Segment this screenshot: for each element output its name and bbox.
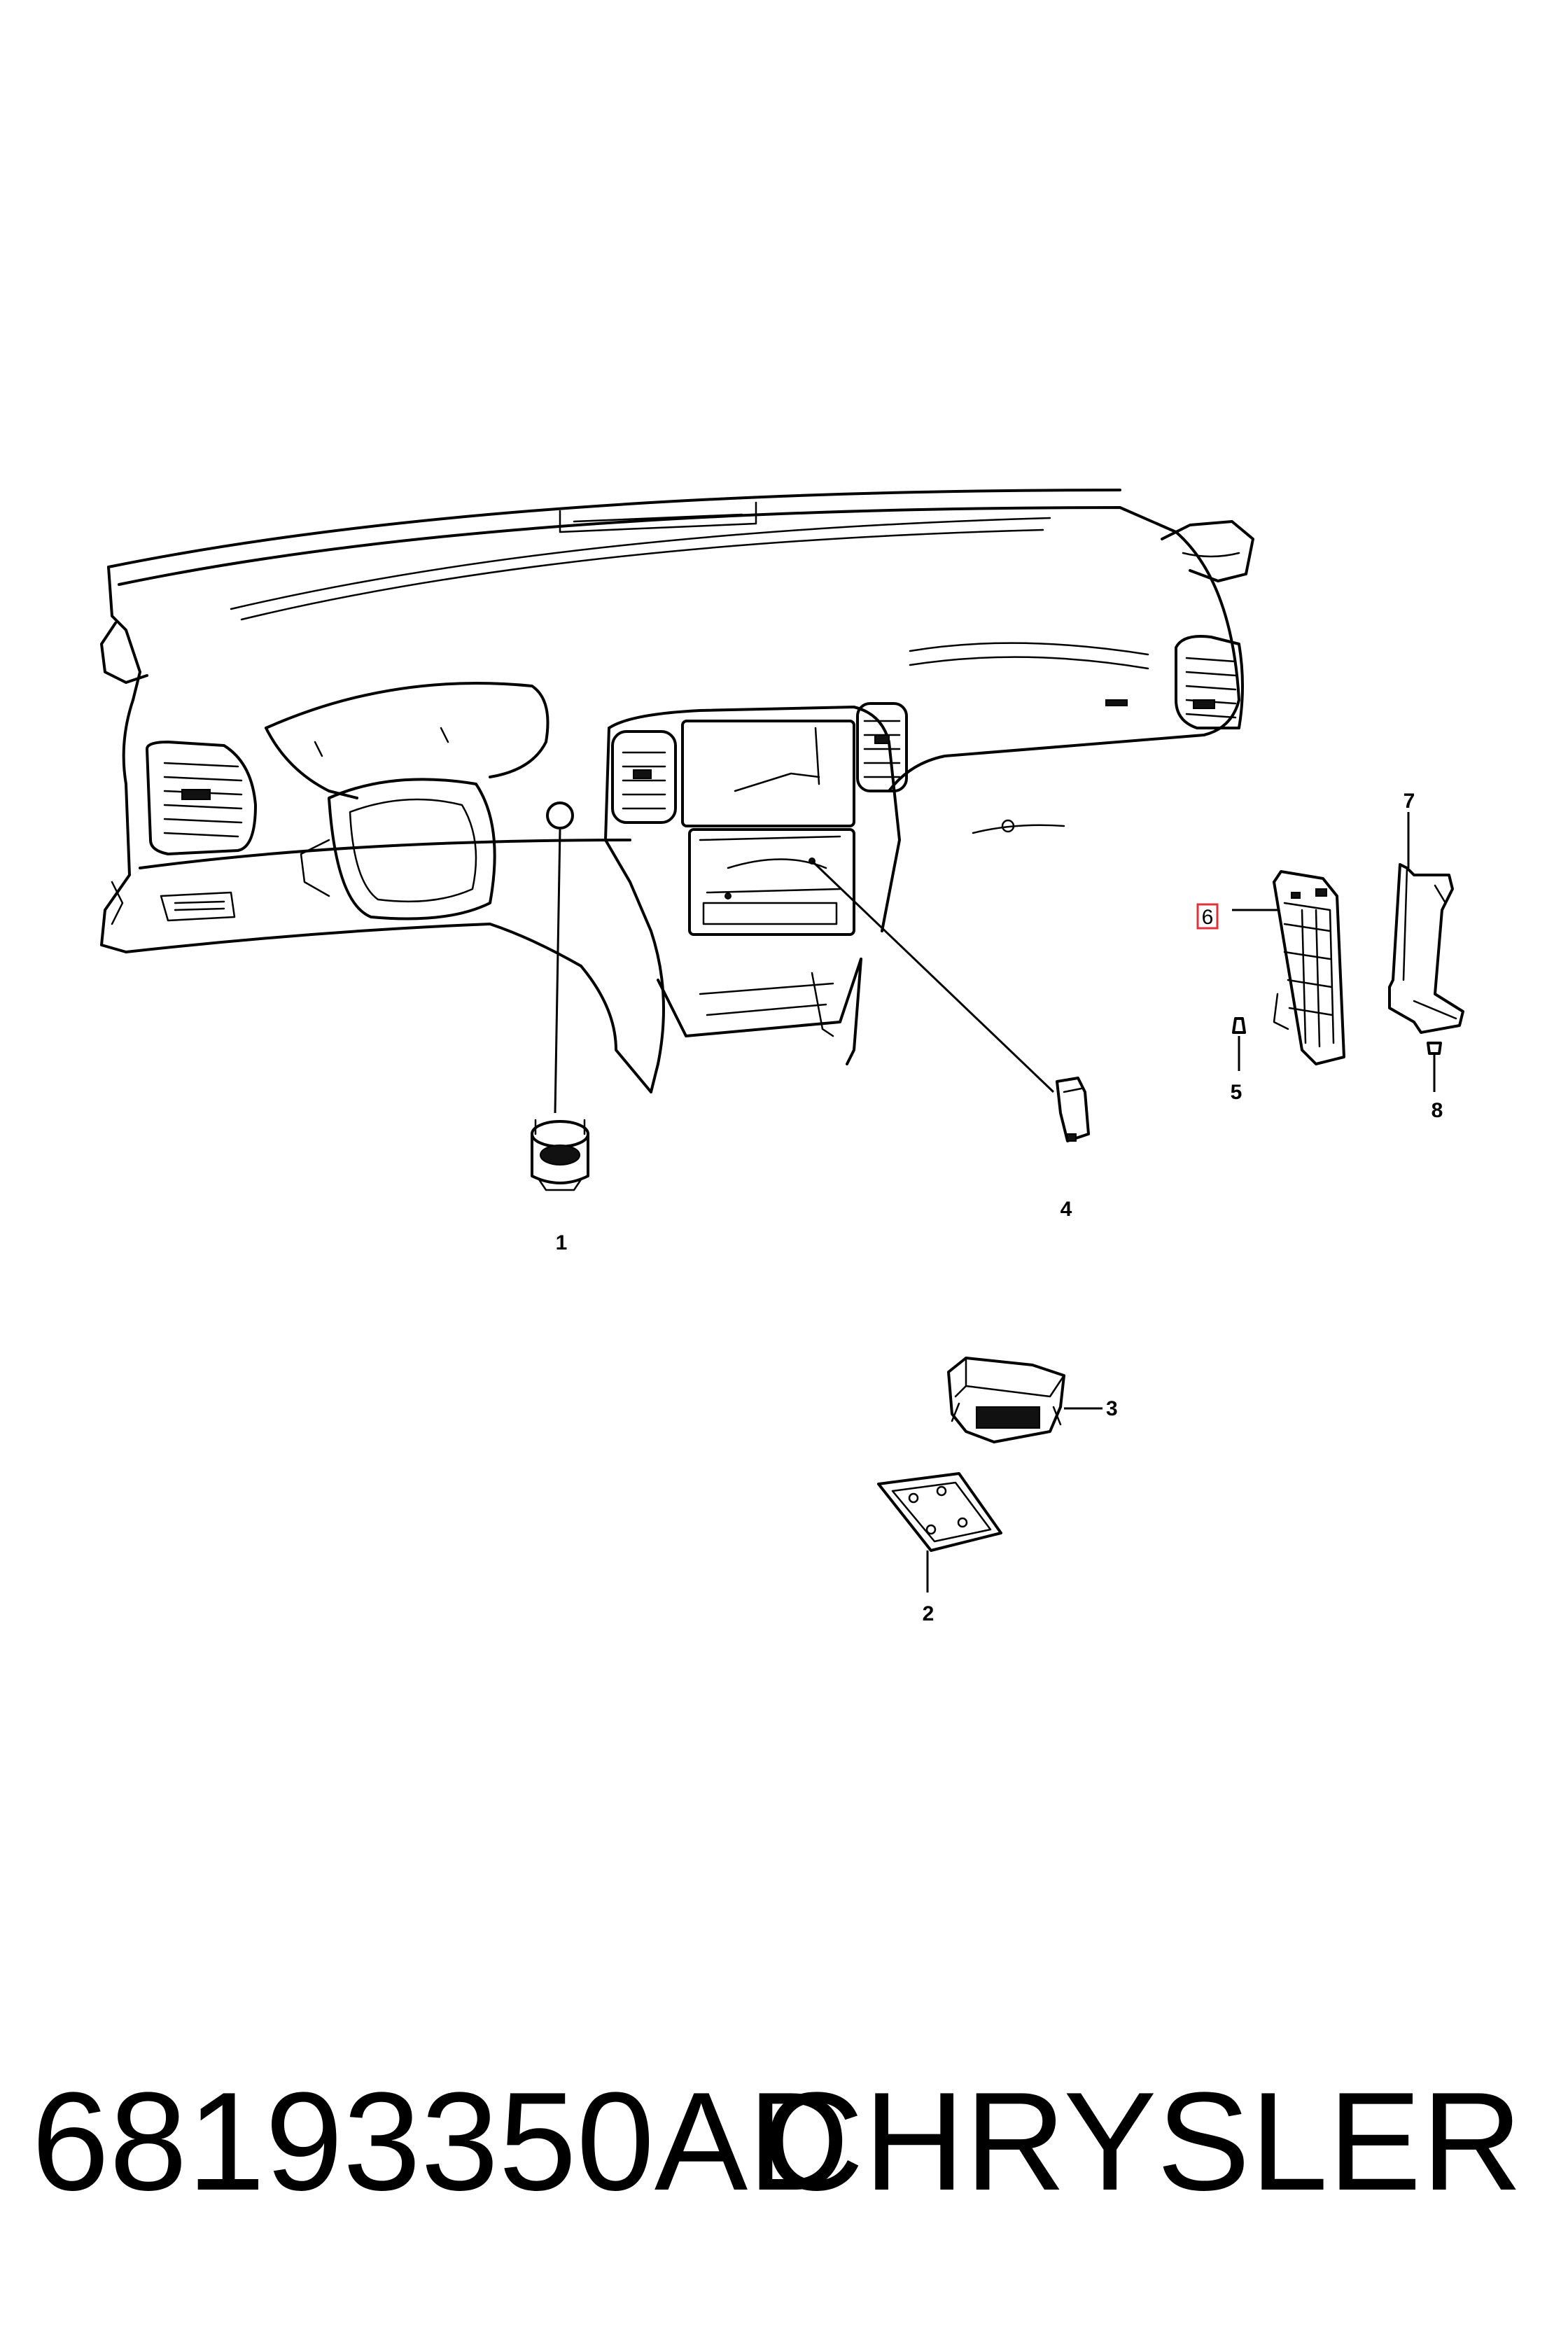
left-outboard-vent (146, 741, 257, 855)
callout-1: 1 (556, 1231, 568, 1254)
callout-2: 2 (923, 1602, 934, 1625)
callout-6-highlight-box (1196, 903, 1219, 930)
callout-5: 5 (1231, 1081, 1242, 1104)
callout-8: 8 (1432, 1099, 1443, 1122)
brand-caption: CHRYSLER (762, 2064, 1522, 2220)
part-8-screw (1427, 1042, 1442, 1092)
part-7-bracket (1388, 812, 1464, 1034)
part-2-mounting-plate (877, 1472, 1002, 1592)
right-outboard-vent (1175, 635, 1244, 729)
part-3-control-module (947, 1357, 1102, 1443)
callout-3: 3 (1106, 1397, 1118, 1420)
part-4-module (811, 860, 1090, 1142)
part-number-caption: 68193350AD (31, 2064, 849, 2220)
center-vent-left (611, 730, 677, 824)
center-vent-right (856, 702, 908, 792)
callout-6-highlighted: 6 (1196, 903, 1219, 930)
callout-4: 4 (1060, 1198, 1072, 1221)
part-5-clip (1232, 1017, 1246, 1071)
instrument-panel-drawing (100, 489, 1254, 1093)
callout-6: 6 (1202, 906, 1214, 929)
callout-7: 7 (1404, 790, 1415, 813)
part-1-ignition-switch (531, 829, 589, 1191)
part-6-panel-frame (1232, 870, 1345, 1065)
